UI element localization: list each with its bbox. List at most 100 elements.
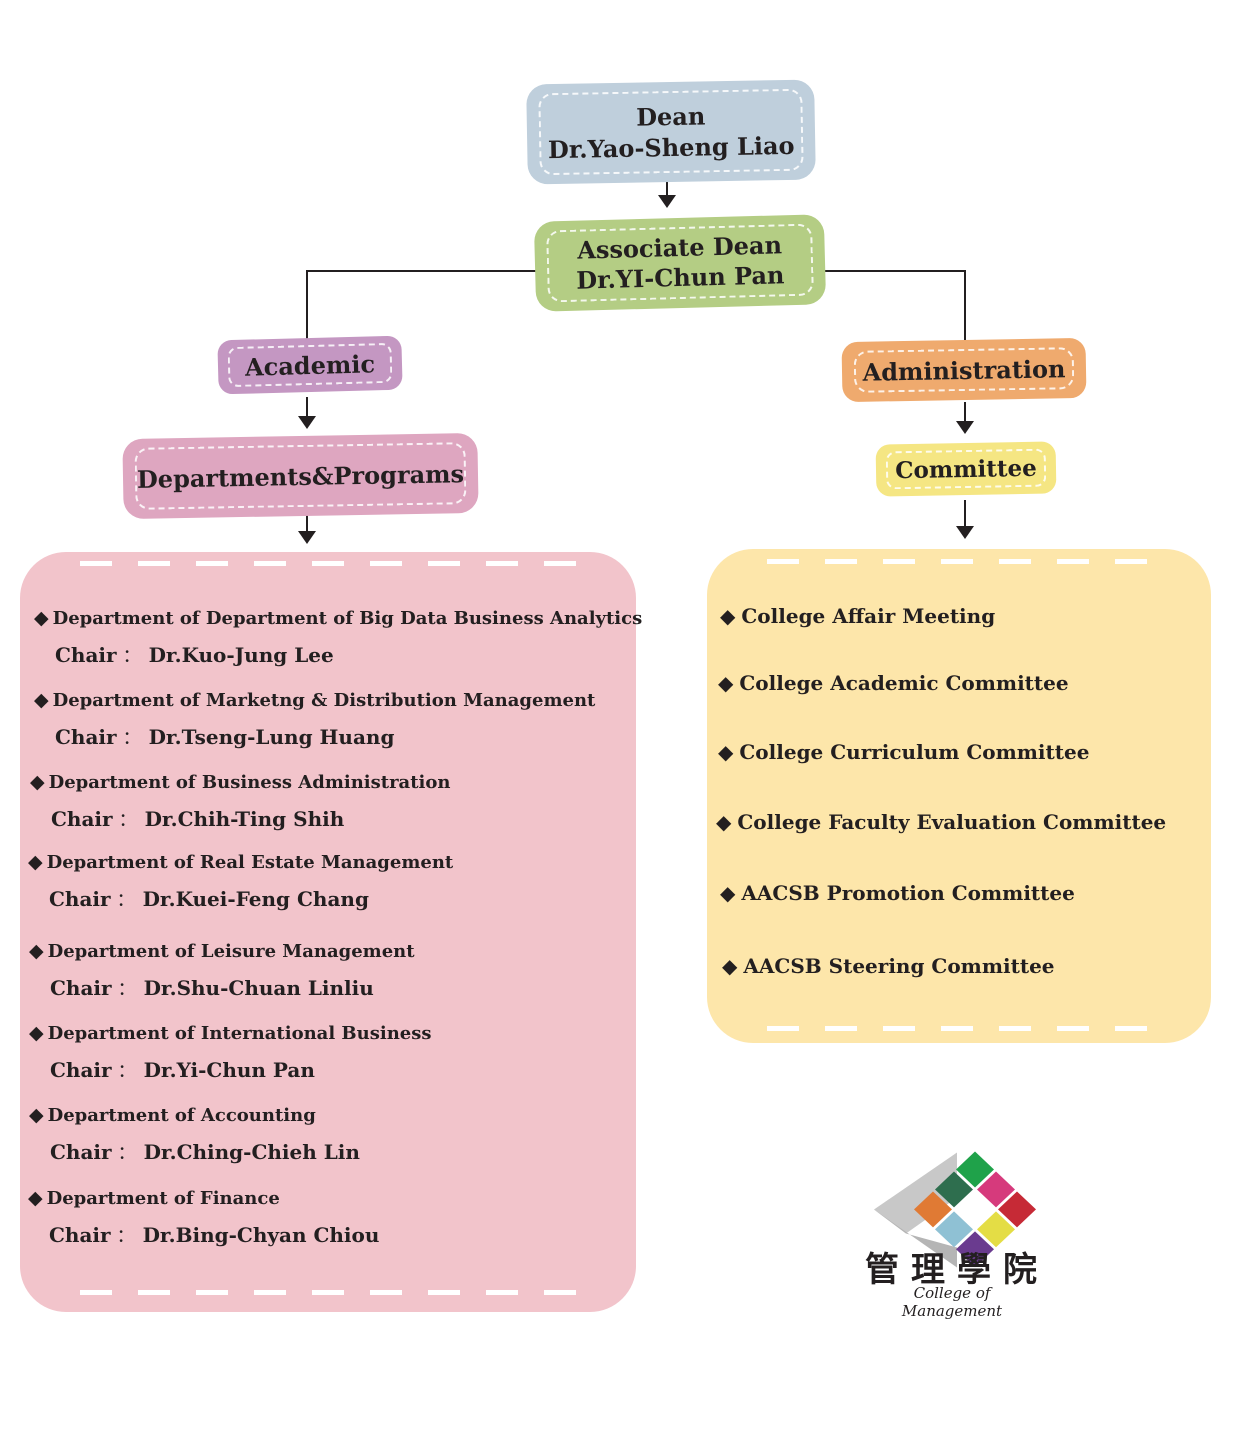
committee-label: Committee (894, 454, 1038, 484)
chair-name: Dr.Ching-Chieh Lin (143, 1140, 360, 1164)
committee-entry: ◆College Faculty Evaluation Committee (716, 810, 1166, 834)
chair-label: Chair (49, 1223, 111, 1247)
academic-to-departments-arrow (298, 397, 316, 429)
committee-panel (707, 549, 1211, 1043)
chair-name: Dr.Chih-Ting Shih (144, 807, 345, 831)
logo-tile (935, 1211, 973, 1248)
departments-programs-label: Departments&Programs (136, 458, 465, 494)
bullet-diamond-icon: ◆ (718, 740, 734, 764)
branch-line-right (822, 270, 966, 272)
department-entry: ◆Department of Accounting (29, 1104, 316, 1126)
department-chair: Chair：Dr.Shu-Chuan Linliu (50, 975, 374, 1001)
chair-name: Dr.Tseng-Lung Huang (148, 725, 395, 749)
department-chair: Chair： Dr.Chih-Ting Shih (51, 806, 344, 832)
associate-dean-node: Associate Dean Dr.YI-Chun Pan (533, 214, 827, 312)
bullet-diamond-icon: ◆ (28, 851, 43, 873)
panel-top-dashes (767, 559, 1151, 564)
chair-name: Dr.Bing-Chyan Chiou (142, 1223, 380, 1247)
bullet-diamond-icon: ◆ (722, 954, 738, 978)
logo-tile (998, 1191, 1036, 1228)
bullet-diamond-icon: ◆ (30, 771, 45, 793)
administration-label: Administration (862, 353, 1066, 387)
panel-top-dashes (80, 561, 576, 566)
chair-label: Chair (50, 976, 112, 1000)
department-name: Department of Business Administration (48, 772, 451, 793)
administration-node: Administration (841, 337, 1087, 403)
administration-to-committee-arrow (956, 402, 974, 434)
committee-name: College Curriculum Committee (739, 740, 1090, 764)
logo-tile (977, 1211, 1015, 1248)
departments-panel (20, 552, 636, 1312)
chair-name: Dr.Kuo-Jung Lee (148, 643, 334, 667)
department-entry: ◆Department of Department of Big Data Bu… (34, 607, 642, 629)
branch-line-left (306, 270, 538, 272)
chair-separator: ： (116, 1226, 135, 1247)
department-chair: Chair： Dr.Yi-Chun Pan (50, 1057, 315, 1083)
departments-to-list-arrow (298, 512, 316, 544)
bullet-diamond-icon: ◆ (29, 1022, 44, 1044)
chair-label: Chair (50, 1058, 112, 1082)
logo-tile (956, 1151, 994, 1188)
department-chair: Chair：Dr.Kuei-Feng Chang (49, 886, 369, 912)
committee-name: College Affair Meeting (741, 604, 996, 628)
chair-separator: ： (117, 1143, 136, 1164)
chair-separator: ： (117, 979, 136, 1000)
chair-separator: ： (122, 646, 141, 667)
department-chair: Chair：Dr.Ching-Chieh Lin (50, 1139, 360, 1165)
department-name: Department of Accounting (47, 1105, 316, 1126)
logo-chinese-text: 管理學院 (865, 1250, 1049, 1290)
bullet-diamond-icon: ◆ (720, 604, 736, 628)
dean-name: Dr.Yao-Sheng Liao (547, 130, 795, 165)
bullet-diamond-icon: ◆ (29, 940, 44, 962)
department-name: Department of Finance (46, 1188, 280, 1209)
committee-entry: ◆College Curriculum Committee (718, 740, 1089, 764)
panel-bottom-dashes (80, 1290, 576, 1295)
bullet-diamond-icon: ◆ (720, 881, 736, 905)
dean-title: Dean (635, 101, 706, 132)
department-chair: Chair： Dr.Bing-Chyan Chiou (49, 1222, 379, 1248)
logo-tile (914, 1191, 952, 1228)
department-entry: ◆Department of Business Administration (30, 771, 450, 793)
bullet-diamond-icon: ◆ (29, 1104, 44, 1126)
academic-node: Academic (217, 335, 403, 395)
departments-programs-node: Departments&Programs (122, 432, 479, 520)
department-name: Department of International Business (47, 1023, 432, 1044)
dean-to-associate-arrow (658, 176, 676, 208)
committee-entry: ◆College Affair Meeting (720, 604, 995, 628)
logo-tile (956, 1191, 994, 1228)
chair-label: Chair (51, 807, 113, 831)
committee-name: College Faculty Evaluation Committee (737, 810, 1167, 834)
bullet-diamond-icon: ◆ (28, 1187, 43, 1209)
department-name: Department of Marketng & Distribution Ma… (52, 690, 596, 711)
academic-label: Academic (244, 348, 376, 382)
committee-name: College Academic Committee (739, 671, 1069, 695)
bullet-diamond-icon: ◆ (34, 607, 49, 629)
panel-bottom-dashes (767, 1026, 1151, 1031)
logo-frame (874, 1152, 957, 1268)
associate-dean-name: Dr.YI-Chun Pan (575, 260, 785, 295)
chair-separator: ： (118, 810, 137, 831)
committee-to-list-arrow (956, 500, 974, 539)
bullet-diamond-icon: ◆ (34, 689, 49, 711)
bullet-diamond-icon: ◆ (718, 671, 734, 695)
chair-name: Dr.Yi-Chun Pan (143, 1058, 315, 1082)
committee-entry: ◆College Academic Committee (718, 671, 1069, 695)
chair-separator: ： (116, 890, 135, 911)
committee-name: AACSB Promotion Committee (741, 881, 1075, 905)
college-logo (874, 1151, 1036, 1268)
department-entry: ◆Department of Marketng & Distribution M… (34, 689, 595, 711)
bullet-diamond-icon: ◆ (716, 810, 732, 834)
chair-separator: ： (117, 1061, 136, 1082)
department-entry: ◆Department of International Business (29, 1022, 432, 1044)
committee-node: Committee (875, 441, 1057, 497)
committee-name: AACSB Steering Committee (743, 954, 1055, 978)
chair-label: Chair (55, 643, 117, 667)
branch-drop-right (964, 270, 966, 342)
department-chair: Chair： Dr.Kuo-Jung Lee (55, 642, 334, 668)
department-entry: ◆Department of Leisure Management (29, 940, 415, 962)
logo-english-text: College of Management (901, 1284, 1003, 1320)
department-name: Department of Department of Big Data Bus… (52, 608, 643, 629)
department-entry: ◆Department of Real Estate Management (28, 851, 453, 873)
chair-separator: ： (122, 728, 141, 749)
dean-node: Dean Dr.Yao-Sheng Liao (526, 79, 816, 185)
